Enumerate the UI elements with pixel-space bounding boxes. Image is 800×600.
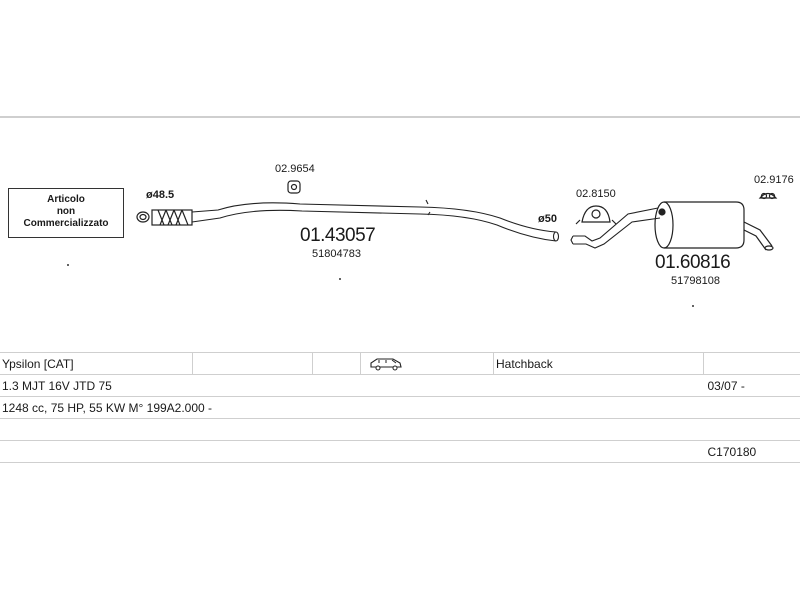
vehicle-spec-table: Ypsilon [CAT] Hatchback 1.3 MJT 16V JTD … bbox=[0, 352, 800, 463]
notice-line-1: Articolo bbox=[47, 194, 85, 205]
empty-cell bbox=[0, 440, 704, 463]
table-row: Ypsilon [CAT] Hatchback bbox=[0, 352, 800, 375]
rear-clamp-code[interactable]: 02.8150 bbox=[576, 188, 616, 200]
vehicle-icon-cell bbox=[360, 352, 494, 375]
table-row: 1.3 MJT 16V JTD 75 03/07 - bbox=[0, 374, 800, 397]
rear-muffler-oe: 51798108 bbox=[671, 275, 720, 287]
empty-row bbox=[0, 418, 800, 441]
mid-pipe-code[interactable]: 01.43057 bbox=[300, 225, 376, 246]
rear-clamp-icon bbox=[575, 205, 617, 225]
date-cell: 03/07 - bbox=[703, 374, 800, 397]
mid-pipe bbox=[191, 199, 560, 242]
top-divider bbox=[0, 116, 800, 118]
notice-line-3: Commercializzato bbox=[23, 218, 109, 229]
clamp-icon bbox=[287, 180, 301, 194]
mid-pipe-oe: 51804783 bbox=[312, 248, 361, 260]
clamp-mid-code[interactable]: 02.9654 bbox=[275, 163, 315, 175]
hanger-icon bbox=[758, 192, 778, 200]
table-row: 1248 cc, 75 HP, 55 KW M° 199A2.000 - bbox=[0, 396, 800, 419]
details-cell: 1248 cc, 75 HP, 55 KW M° 199A2.000 - bbox=[0, 396, 800, 419]
notice-line-2: non bbox=[56, 206, 76, 217]
body-cell: Hatchback bbox=[493, 352, 704, 375]
empty-cell bbox=[312, 352, 361, 375]
front-diameter-label: ø48.5 bbox=[146, 189, 175, 201]
rear-pipe bbox=[570, 207, 661, 249]
hanger-code[interactable]: 02.9176 bbox=[754, 174, 794, 186]
empty-cell bbox=[703, 352, 800, 375]
rear-muffler bbox=[654, 201, 774, 251]
engine-cell: 1.3 MJT 16V JTD 75 bbox=[0, 374, 704, 397]
rear-diameter-label: ø50 bbox=[538, 213, 557, 225]
table-row: C170180 bbox=[0, 440, 800, 463]
not-sold-notice: Articolo non Commercializzato bbox=[8, 188, 124, 238]
car-side-icon bbox=[370, 358, 402, 371]
model-cell: Ypsilon [CAT] bbox=[0, 352, 193, 375]
reference-cell: C170180 bbox=[703, 440, 800, 463]
stray-marks bbox=[67, 264, 694, 307]
front-flex-pipe bbox=[136, 209, 193, 226]
table-row bbox=[0, 418, 800, 441]
rear-muffler-code[interactable]: 01.60816 bbox=[655, 252, 731, 273]
empty-cell bbox=[192, 352, 313, 375]
